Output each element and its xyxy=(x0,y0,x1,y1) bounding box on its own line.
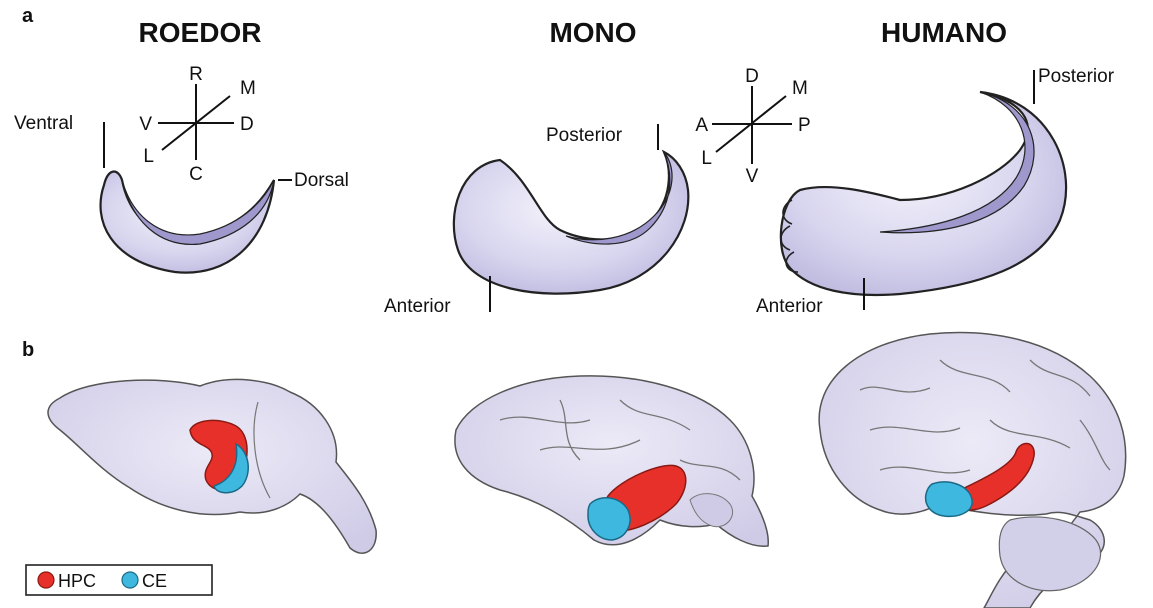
label-dorsal: Dorsal xyxy=(294,170,349,191)
human-axis-D: D xyxy=(745,66,759,87)
human-label-anterior: Anterior xyxy=(756,296,823,317)
species-title-rodent: ROEDOR xyxy=(139,17,262,48)
legend-label-ce: CE xyxy=(142,571,167,591)
human-axis-V: V xyxy=(746,166,759,187)
human-axis-L: L xyxy=(701,148,712,169)
rodent-axis-V: V xyxy=(139,114,152,135)
rodent-axis-M: M xyxy=(240,78,256,99)
monkey-hippocampus-shape xyxy=(454,152,688,294)
panel-a-letter: a xyxy=(22,5,34,27)
human-axis-P: P xyxy=(798,115,811,136)
rodent-axis-R: R xyxy=(189,64,203,85)
species-title-human: HUMANO xyxy=(881,17,1007,48)
monkey-label-anterior: Anterior xyxy=(384,296,451,317)
legend-swatch-ce xyxy=(122,572,138,588)
human-brain xyxy=(819,333,1126,608)
human-axis-compass xyxy=(712,86,792,164)
human-label-posterior: Posterior xyxy=(1038,66,1115,87)
human-axis-A: A xyxy=(695,115,708,136)
rodent-axis-D: D xyxy=(240,114,254,135)
legend: HPC CE xyxy=(26,565,212,595)
rodent-axis-L: L xyxy=(143,146,154,167)
human-axis-M: M xyxy=(792,78,808,99)
rodent-axis-compass xyxy=(158,84,234,160)
rodent-axis-C: C xyxy=(189,164,203,185)
legend-swatch-hpc xyxy=(38,572,54,588)
label-ventral: Ventral xyxy=(14,113,73,134)
panel-b-letter: b xyxy=(22,339,34,361)
legend-label-hpc: HPC xyxy=(58,571,96,591)
species-title-monkey: MONO xyxy=(549,17,636,48)
monkey-label-posterior: Posterior xyxy=(546,125,623,146)
human-hippocampus-shape xyxy=(781,92,1066,295)
rodent-hippocampus-shape xyxy=(101,172,274,273)
